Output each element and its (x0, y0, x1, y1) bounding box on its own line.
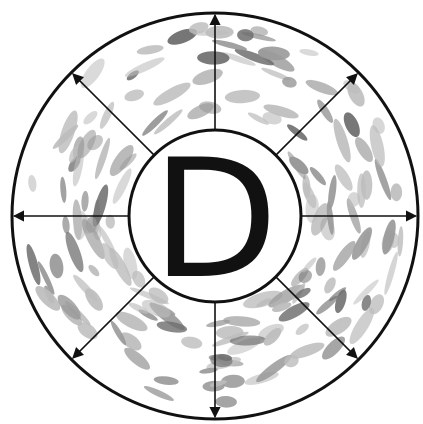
swirl-stroke (315, 98, 336, 125)
swirl-stroke (215, 396, 237, 408)
swirl-stroke (224, 89, 260, 104)
swirl-stroke (48, 253, 65, 280)
swirl-stroke (304, 77, 340, 99)
swirl-stroke (27, 175, 37, 193)
swirl-stroke (326, 175, 338, 210)
swirl-stroke (151, 79, 194, 110)
swirl-stroke (180, 335, 203, 350)
swirl-stroke (87, 263, 102, 278)
swirl-stroke (361, 170, 373, 199)
swirl-stroke (62, 216, 71, 234)
swirl-stroke (299, 48, 319, 58)
swirl-stroke (59, 177, 67, 204)
swirl-stroke (123, 87, 145, 103)
swirl-stroke (143, 384, 176, 403)
swirl-stroke (136, 43, 164, 56)
swirl-stroke (81, 191, 89, 212)
swirl-stroke (322, 313, 354, 341)
swirl-stroke (123, 54, 166, 79)
swirl-stroke (315, 257, 327, 277)
swirl-stroke (382, 251, 400, 296)
swirl-stroke (294, 322, 311, 338)
swirl-stroke (153, 375, 179, 386)
swirl-stroke (391, 183, 403, 201)
center-letter: D (152, 124, 278, 315)
swirl-stroke (319, 333, 349, 363)
swirl-stroke (322, 276, 338, 296)
swirl-stroke (308, 165, 328, 187)
swirl-stroke (190, 66, 224, 89)
swirl-stroke (81, 109, 99, 127)
swirl-stroke (77, 55, 109, 92)
